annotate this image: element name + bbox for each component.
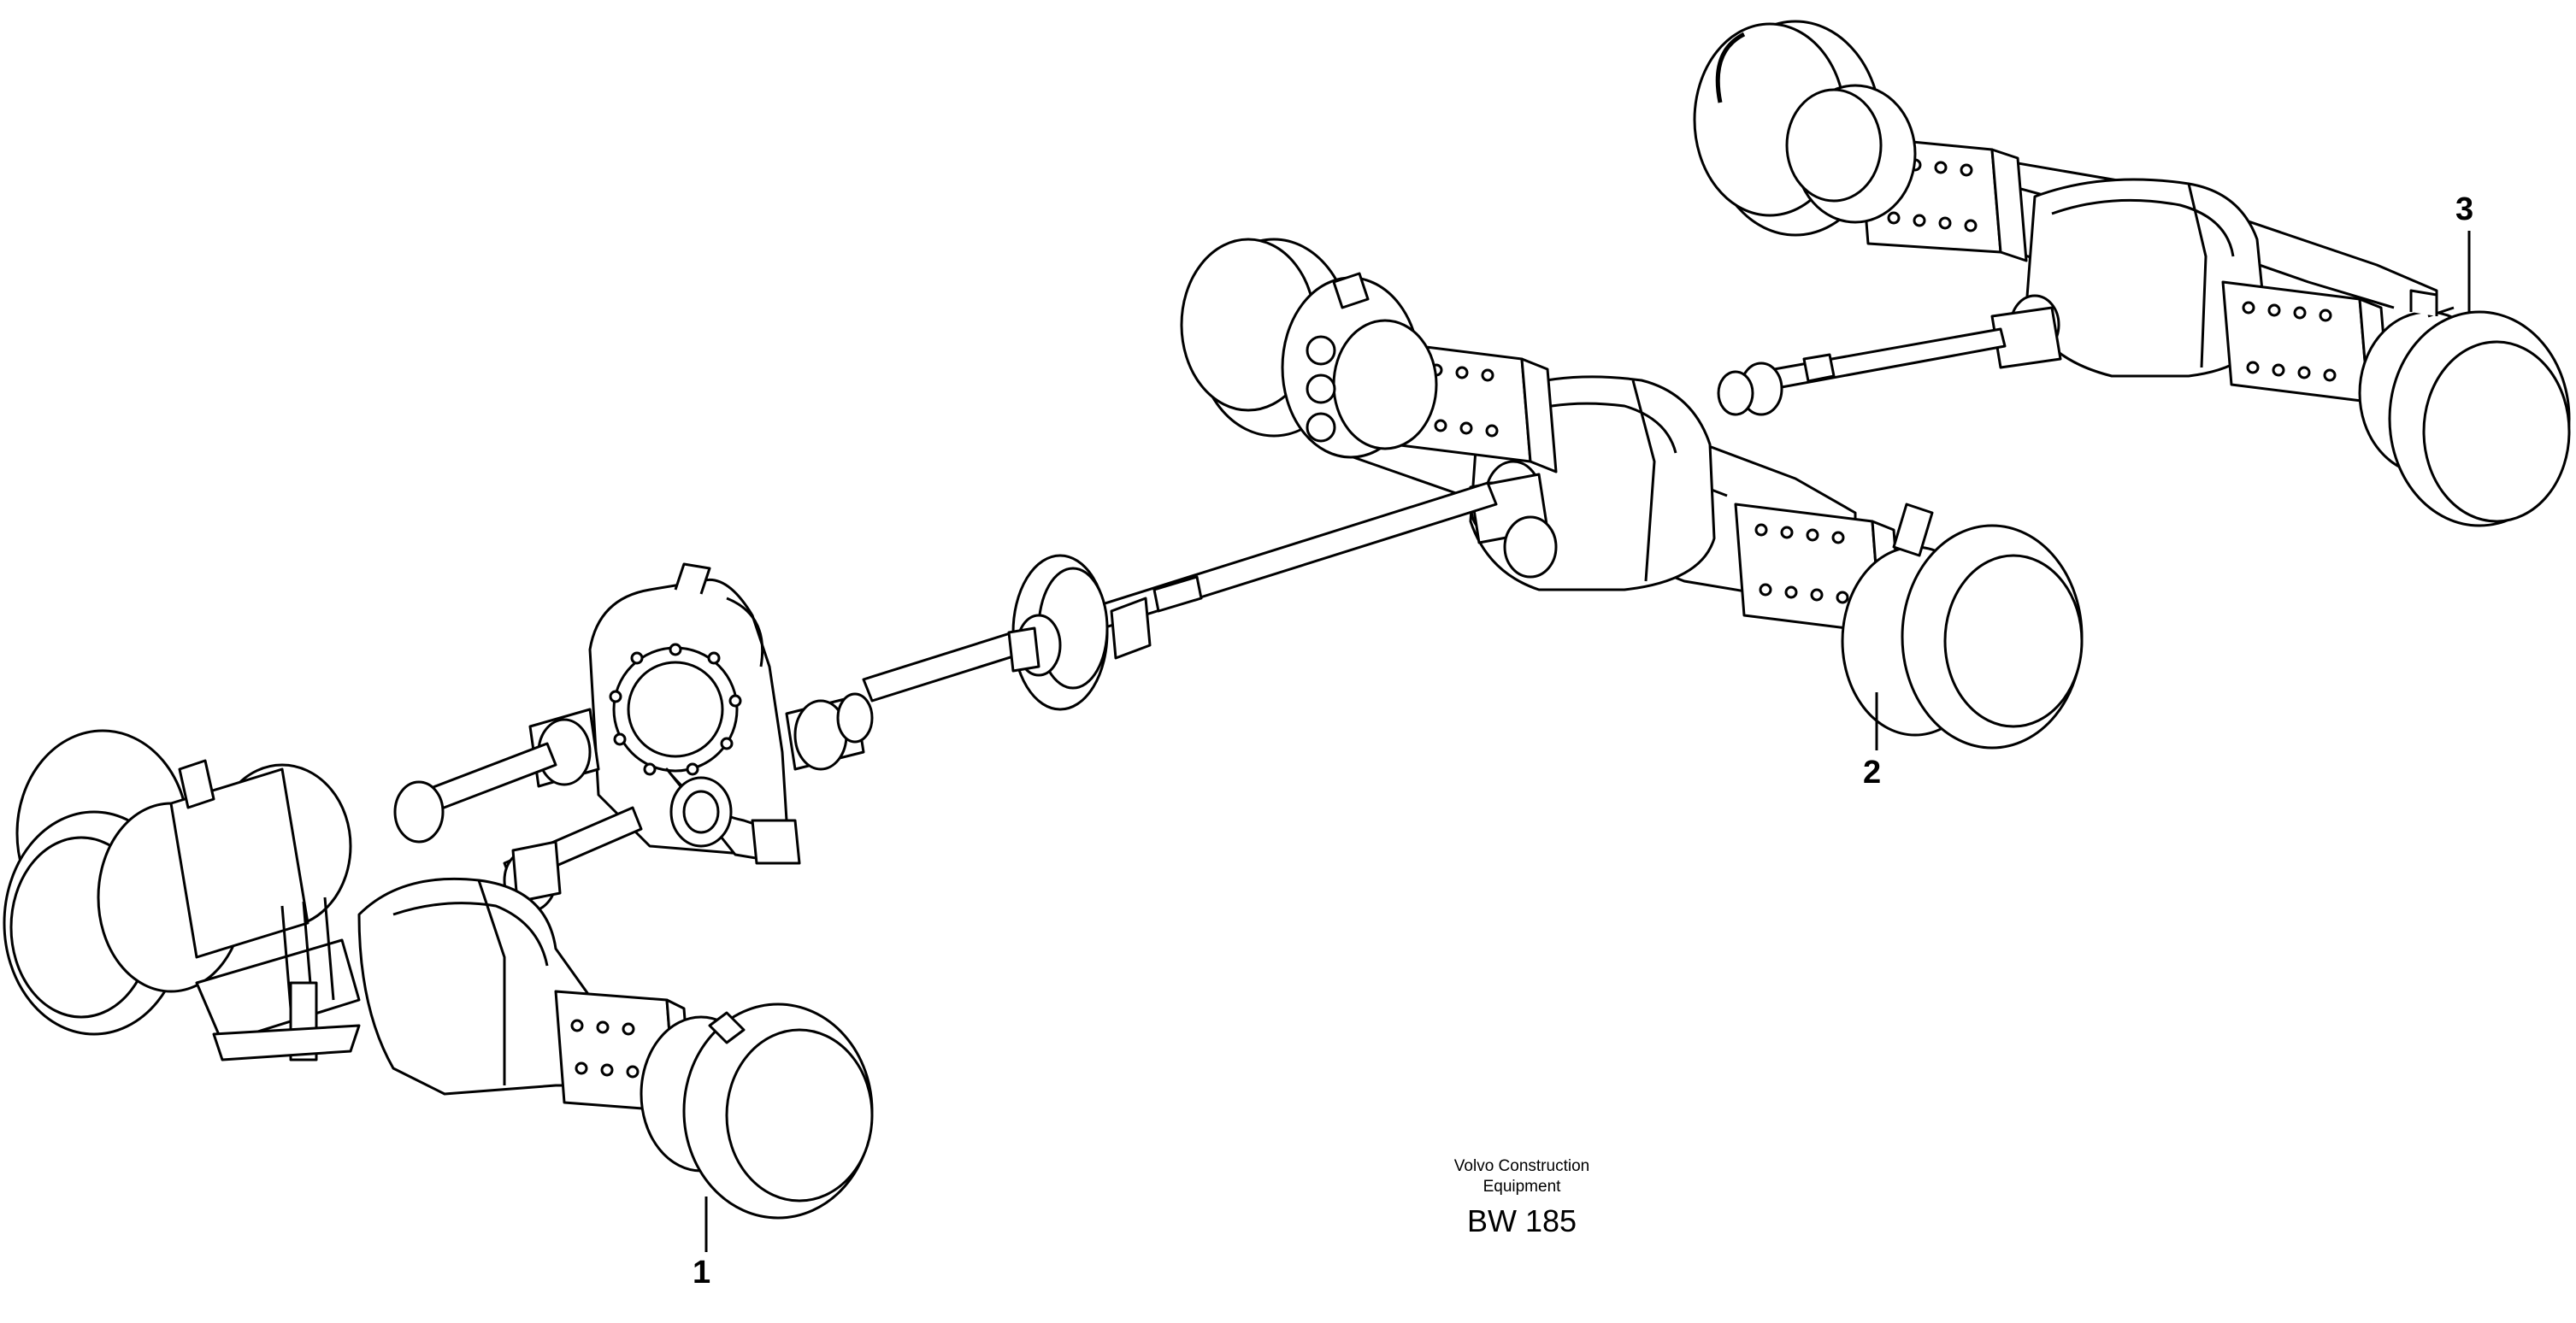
u-joint xyxy=(785,692,874,771)
bracket xyxy=(195,897,361,1061)
axle-2 xyxy=(1180,238,2084,750)
wheel-hub xyxy=(1180,238,1438,459)
axle-3 xyxy=(1693,20,2571,527)
callout-2: 2 xyxy=(1863,755,1882,791)
drive-shaft xyxy=(862,481,1498,711)
caption-maker-line2: Equipment xyxy=(1483,1178,1561,1196)
callout-1: 1 xyxy=(693,1255,711,1291)
callout-3: 3 xyxy=(2455,191,2474,227)
drive-shaft xyxy=(1717,327,2007,416)
axle-1 xyxy=(3,729,874,1220)
caption-block: Volvo Construction Equipment BW 185 xyxy=(1385,1156,1659,1240)
leader-line xyxy=(704,231,2471,1252)
u-joint xyxy=(1990,294,2062,369)
wheel-hub xyxy=(1841,503,2084,750)
wheel-hub xyxy=(3,729,352,1036)
wheel-hub xyxy=(2358,289,2571,527)
caption-maker: Volvo Construction xyxy=(1453,1157,1590,1175)
wheel-hub xyxy=(1693,20,1917,237)
caption-code: BW 185 xyxy=(1466,1203,1577,1238)
transfer-case xyxy=(588,562,801,865)
wheel-hub xyxy=(640,1003,874,1220)
